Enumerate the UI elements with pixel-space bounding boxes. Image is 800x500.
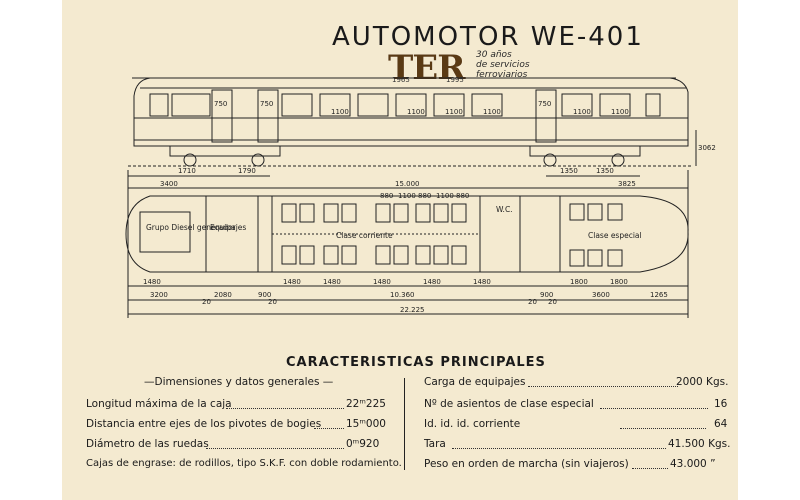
column-divider bbox=[404, 378, 405, 470]
seat-dim: 880 bbox=[418, 192, 431, 200]
dim-label: 3400 bbox=[160, 180, 178, 188]
door-label: 750 bbox=[260, 100, 273, 108]
bottom-dim: 1480 bbox=[323, 278, 341, 286]
logo-mark: TER bbox=[388, 48, 465, 88]
room-special: Clase especial bbox=[588, 231, 642, 240]
dim-label: 1790 bbox=[238, 167, 256, 175]
door-label: 750 bbox=[214, 100, 227, 108]
window-label: 1100 bbox=[573, 108, 591, 116]
ter-logo: TER 1965 1995 30 años de servicios ferro… bbox=[388, 48, 538, 88]
bottom-dim: 3200 bbox=[150, 291, 168, 299]
small-dim: 20 bbox=[548, 298, 557, 306]
height-label: 3062 bbox=[698, 144, 716, 152]
bottom-dim: 3600 bbox=[592, 291, 610, 299]
dim-label: 1350 bbox=[596, 167, 614, 175]
window-label: 1100 bbox=[483, 108, 501, 116]
window-label: 1100 bbox=[611, 108, 629, 116]
seat-dim: 1100 bbox=[436, 192, 454, 200]
bottom-dim: 900 bbox=[258, 291, 271, 299]
bogie-right bbox=[529, 145, 641, 167]
bottom-dim: 1480 bbox=[473, 278, 491, 286]
seat-dim: 1100 bbox=[398, 192, 416, 200]
logo-text: 30 años de servicios ferroviarios bbox=[476, 50, 530, 80]
bottom-dim: 1480 bbox=[283, 278, 301, 286]
bottom-dim: 900 bbox=[540, 291, 553, 299]
bottom-dim: 1800 bbox=[570, 278, 588, 286]
dim-label: 15.000 bbox=[395, 180, 420, 188]
bottom-dim: 1800 bbox=[610, 278, 628, 286]
engine-block bbox=[139, 211, 191, 253]
page-title: AUTOMOTOR WE-401 bbox=[332, 22, 644, 52]
bogie-left bbox=[169, 145, 281, 167]
bottom-dim: 1480 bbox=[373, 278, 391, 286]
bottom-dim: 1480 bbox=[143, 278, 161, 286]
logo-year-end: 1995 bbox=[446, 76, 464, 84]
specs-subheading: —Dimensiones y datos generales — bbox=[144, 376, 334, 388]
logo-year-start: 1965 bbox=[392, 76, 410, 84]
room-wc: W.C. bbox=[496, 205, 513, 214]
window-label: 1100 bbox=[407, 108, 425, 116]
car-body-outline bbox=[133, 77, 689, 147]
small-dim: 20 bbox=[528, 298, 537, 306]
specs-heading: CARACTERISTICAS PRINCIPALES bbox=[286, 355, 546, 370]
room-main: Clase corriente bbox=[336, 231, 393, 240]
room-engine: Grupo Diesel generador bbox=[146, 223, 237, 232]
door-label: 750 bbox=[538, 100, 551, 108]
window-label: 1100 bbox=[331, 108, 349, 116]
seat-dim: 880 bbox=[380, 192, 393, 200]
bottom-dim: 1265 bbox=[650, 291, 668, 299]
dim-label: 1710 bbox=[178, 167, 196, 175]
dim-label: 3825 bbox=[618, 180, 636, 188]
small-dim: 20 bbox=[202, 298, 211, 306]
bottom-dim: 10.360 bbox=[390, 291, 415, 299]
room-baggage: Equipajes bbox=[210, 223, 246, 232]
small-dim: 20 bbox=[268, 298, 277, 306]
seat-dim: 880 bbox=[456, 192, 469, 200]
dim-label: 1350 bbox=[560, 167, 578, 175]
railcar-drawing: 1100 1100 1100 1100 1100 1100 750 750 75… bbox=[125, 77, 716, 318]
bottom-dim: 2080 bbox=[214, 291, 232, 299]
bottom-dim: 1480 bbox=[423, 278, 441, 286]
blueprint-sheet: AUTOMOTOR WE-401 TER 1965 1995 30 años d… bbox=[62, 0, 738, 500]
window-label: 1100 bbox=[445, 108, 463, 116]
overall-length: 22.225 bbox=[400, 306, 425, 314]
car-plan-outline bbox=[125, 195, 689, 273]
